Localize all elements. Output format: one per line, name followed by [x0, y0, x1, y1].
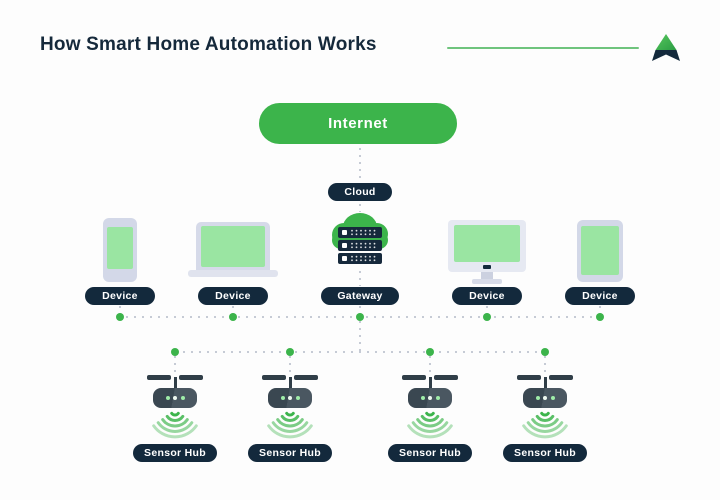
hub-antenna [179, 375, 203, 380]
bus-node-dot [286, 348, 294, 356]
monitor-screen [454, 225, 520, 262]
dotted-connector [359, 271, 361, 286]
laptop-base [188, 270, 278, 277]
sensor-hub-icon [402, 373, 458, 445]
hub-body [268, 388, 312, 408]
tablet-icon [577, 220, 623, 282]
dotted-connector [359, 204, 361, 212]
hub-body [408, 388, 452, 408]
hub-antenna [294, 375, 318, 380]
hub-body [523, 388, 567, 408]
hub-antenna [517, 375, 541, 380]
wifi-signal-icon [152, 411, 198, 439]
sensor-hub-icon [262, 373, 318, 445]
smartphone-screen [107, 227, 133, 269]
cloud-server-icon [332, 213, 388, 264]
header-divider-line [447, 47, 639, 49]
sensor-bus-line [175, 351, 546, 353]
laptop-screen [201, 226, 265, 267]
monitor-logo-dot [483, 265, 491, 269]
hub-antenna-stem [428, 377, 432, 388]
sensor-hub-label-1: Sensor Hub [133, 444, 217, 462]
wifi-signal-icon [522, 411, 568, 439]
bus-node-dot [596, 313, 604, 321]
laptop-icon [188, 222, 278, 277]
dotted-connector [359, 148, 361, 182]
hub-antenna [147, 375, 171, 380]
dotted-connector [232, 306, 234, 316]
tablet-screen [581, 226, 619, 275]
bus-node-dot [171, 348, 179, 356]
internet-node: Internet [259, 103, 457, 144]
dotted-connector [359, 306, 361, 317]
wifi-signal-icon [267, 411, 313, 439]
dotted-connector [289, 356, 291, 373]
sensor-hub-icon [517, 373, 573, 445]
hub-antenna [262, 375, 286, 380]
monitor-stand [481, 272, 493, 279]
bus-node-dot [541, 348, 549, 356]
smartphone-icon [103, 218, 137, 282]
dotted-connector [486, 306, 488, 316]
hub-antenna-stem [173, 377, 177, 388]
bus-node-dot [483, 313, 491, 321]
device-label-3: Device [452, 287, 522, 305]
sensor-hub-label-2: Sensor Hub [248, 444, 332, 462]
bus-node-dot [426, 348, 434, 356]
dotted-connector [599, 306, 601, 316]
hub-antenna [434, 375, 458, 380]
dotted-connector [174, 356, 176, 373]
sensor-hub-icon [147, 373, 203, 445]
cloud-label: Cloud [328, 183, 392, 201]
device-label-2: Device [198, 287, 268, 305]
laptop-lid [196, 222, 270, 270]
hub-antenna [549, 375, 573, 380]
arrow-logo-icon [652, 34, 680, 61]
dotted-connector [544, 356, 546, 373]
hub-antenna-stem [543, 377, 547, 388]
sensor-hub-label-3: Sensor Hub [388, 444, 472, 462]
dotted-connector [359, 321, 361, 351]
device-label-4: Device [565, 287, 635, 305]
hub-antenna-stem [288, 377, 292, 388]
device-label-1: Device [85, 287, 155, 305]
dotted-connector [429, 356, 431, 373]
gateway-label: Gateway [321, 287, 399, 305]
bus-node-dot [116, 313, 124, 321]
bus-node-dot [356, 313, 364, 321]
page-title: How Smart Home Automation Works [40, 34, 377, 55]
dotted-connector [119, 306, 121, 316]
hub-body [153, 388, 197, 408]
bus-node-dot [229, 313, 237, 321]
monitor-icon [448, 220, 526, 284]
wifi-signal-icon [407, 411, 453, 439]
sensor-hub-label-4: Sensor Hub [503, 444, 587, 462]
monitor-foot [472, 279, 502, 284]
hub-antenna [402, 375, 426, 380]
